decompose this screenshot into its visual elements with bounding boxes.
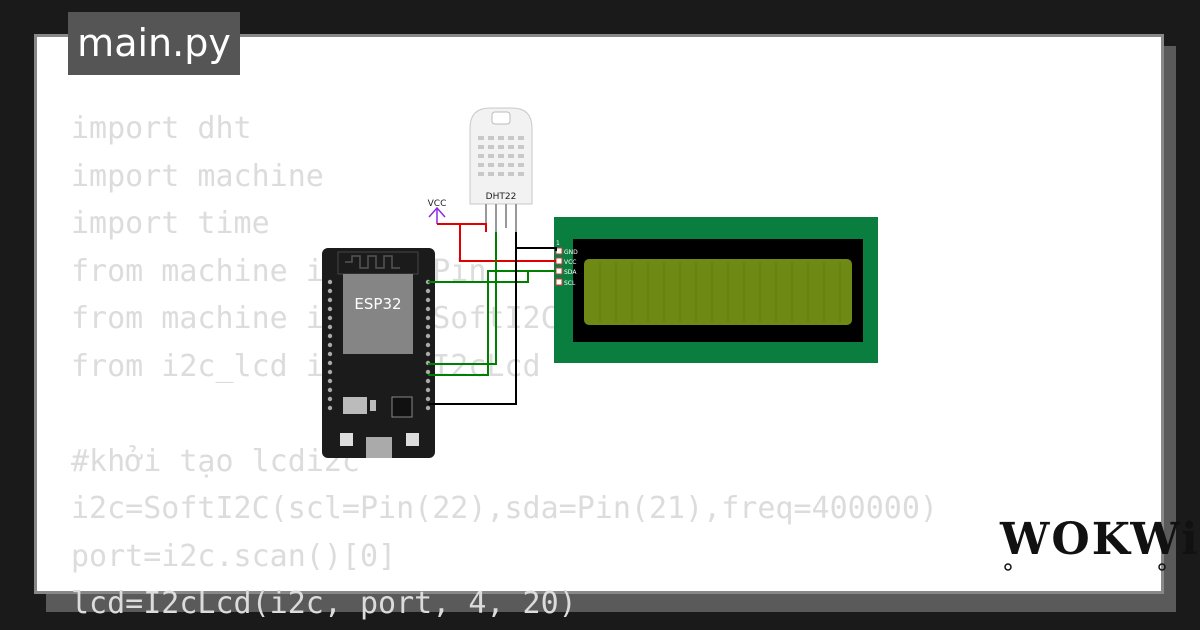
dht22-sensor[interactable]: DHT22 bbox=[469, 107, 533, 232]
code-line: lcd=I2cLcd(i2c, port, 4, 20) bbox=[71, 586, 577, 621]
lcd-char-cells bbox=[599, 262, 841, 322]
code-line: import time bbox=[71, 206, 270, 241]
lcd-pin-labels: GND VCC SDA SCL bbox=[564, 249, 578, 287]
esp32-pins-left bbox=[327, 279, 333, 411]
esp32-pins-right bbox=[425, 279, 431, 411]
lcd-screen bbox=[584, 259, 852, 325]
dht22-label: DHT22 bbox=[486, 192, 517, 202]
code-line: import dht bbox=[71, 111, 252, 146]
lcd-pin-label: VCC bbox=[564, 259, 576, 266]
wire-vcc-lcd bbox=[459, 224, 556, 262]
filename-tab[interactable]: main.py bbox=[68, 12, 240, 75]
dht22-legs bbox=[485, 204, 517, 232]
wire-dht-gnd bbox=[428, 232, 517, 405]
lcd-pin1-label: 1 bbox=[556, 240, 560, 247]
code-line: import machine bbox=[71, 158, 324, 194]
code-line: port=i2c.scan()[0] bbox=[71, 538, 397, 574]
wire-scl bbox=[428, 270, 528, 376]
wokwi-logo-mark: WOKWi bbox=[999, 514, 1198, 571]
wire-vcc-dht bbox=[437, 223, 487, 232]
esp32-label: ESP32 bbox=[354, 295, 401, 313]
wire-sda bbox=[428, 270, 556, 283]
wires bbox=[428, 223, 557, 405]
esp32-board[interactable]: ESP32 bbox=[322, 248, 435, 458]
wire-dht-data bbox=[428, 232, 497, 365]
wire-lcd-gnd bbox=[515, 232, 557, 251]
wokwi-logo: WOKWi bbox=[999, 497, 1198, 573]
lcd-module[interactable]: 1 GND VCC SDA SCL bbox=[554, 217, 878, 363]
lcd-pin-label: GND bbox=[564, 249, 578, 256]
wokwi-wordmark: WOKWi bbox=[999, 514, 1200, 565]
vcc-label: VCC bbox=[428, 199, 447, 209]
code-line: i2c=SoftI2C(scl=Pin(22),sda=Pin(21),freq… bbox=[71, 491, 938, 526]
lcd-pin-label: SDA bbox=[564, 269, 577, 276]
dht22-grille bbox=[478, 136, 524, 176]
vcc-symbol: VCC bbox=[428, 199, 447, 224]
lcd-pin-label: SCL bbox=[564, 280, 576, 287]
